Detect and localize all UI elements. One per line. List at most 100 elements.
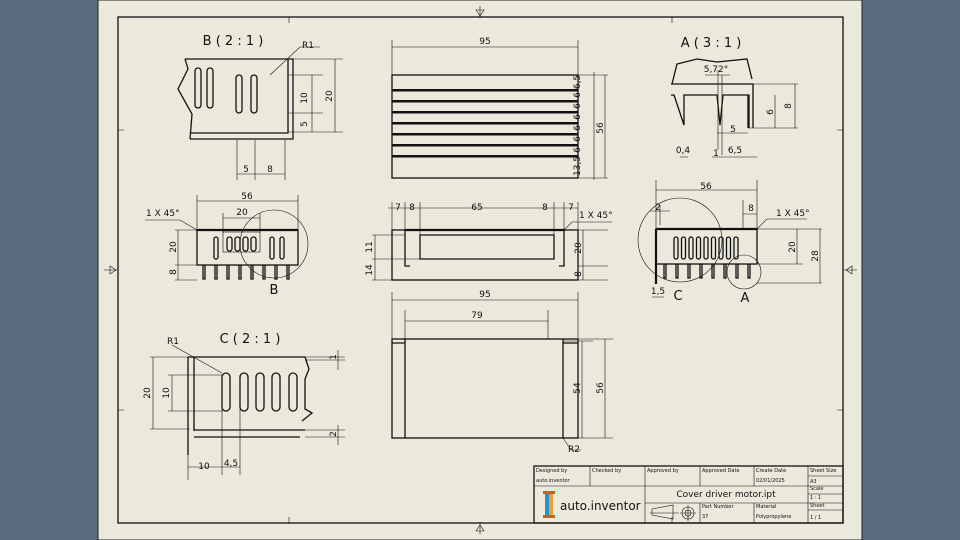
fin bbox=[202, 265, 206, 280]
dim-label: 95 bbox=[479, 37, 490, 47]
dim-label: 95 bbox=[479, 290, 490, 300]
dim-label: 8 bbox=[169, 269, 179, 275]
dim-label: 1 bbox=[713, 149, 719, 159]
dim-label: 56 bbox=[596, 122, 606, 134]
vent-slot bbox=[725, 236, 732, 260]
fin bbox=[262, 265, 266, 280]
fin-edge bbox=[392, 111, 578, 114]
vent-slot bbox=[688, 236, 694, 260]
vent-slot bbox=[250, 236, 257, 252]
dim-label: 8 bbox=[748, 204, 754, 214]
dim-label: 56 bbox=[700, 182, 712, 192]
fin bbox=[735, 264, 739, 279]
dim-label: 13,5 bbox=[573, 156, 583, 176]
fin-edge bbox=[392, 100, 578, 103]
vent-slot bbox=[242, 236, 249, 252]
material-value: Polypropylene bbox=[756, 514, 791, 520]
fin bbox=[675, 264, 679, 279]
logo-text: auto.inventor bbox=[560, 499, 641, 513]
designed-by-value: auto.inventor bbox=[536, 478, 571, 484]
sheet-value: 1 / 1 bbox=[810, 515, 821, 521]
dim-label: 1 bbox=[329, 354, 339, 360]
dim-label: 2 bbox=[329, 431, 339, 437]
dim-label: 6 bbox=[573, 92, 583, 98]
front-view: 56 20 1 X 45° 20 8 B bbox=[145, 192, 309, 298]
dim-label: 7 bbox=[395, 203, 401, 213]
vent-slot bbox=[269, 236, 275, 260]
fin-edge bbox=[392, 133, 578, 136]
dim-label: 54 bbox=[573, 382, 583, 394]
dim-label: 8 bbox=[784, 103, 794, 109]
dim-label: 6 bbox=[573, 147, 583, 153]
dim-label: 0,4 bbox=[676, 146, 691, 156]
vent-slot bbox=[250, 74, 258, 114]
fin bbox=[747, 264, 751, 279]
designed-by-label: Designed by bbox=[536, 468, 567, 474]
fin bbox=[711, 264, 715, 279]
view-label: C ( 2 : 1 ) bbox=[220, 332, 281, 347]
auto-inventor-logo: auto.inventor bbox=[543, 491, 641, 518]
fin bbox=[238, 265, 242, 280]
dim-label: 6 bbox=[573, 103, 583, 109]
checked-by-label: Checked by bbox=[592, 468, 621, 474]
bottom-view: 95 79 54 56 R2 bbox=[391, 290, 613, 455]
dim-label: 2 bbox=[655, 203, 661, 213]
fin bbox=[687, 264, 691, 279]
vent-slot bbox=[733, 236, 739, 260]
dim-label: 11 bbox=[365, 241, 375, 252]
chamfer-label: 1 X 45° bbox=[146, 209, 180, 219]
dim-label: 20 bbox=[169, 241, 179, 253]
fin-edge bbox=[392, 89, 578, 92]
dim-label: 8 bbox=[267, 165, 273, 175]
fin bbox=[723, 264, 727, 279]
dim-label: 6 bbox=[573, 114, 583, 120]
dim-label: 8 bbox=[542, 203, 548, 213]
vent-slot bbox=[255, 372, 265, 412]
approved-date-label: Approved Date bbox=[702, 468, 740, 474]
dim-label: 20 bbox=[236, 208, 248, 218]
dim-label: 20 bbox=[788, 241, 798, 253]
approved-by-label: Approved by bbox=[647, 468, 679, 474]
border-markers bbox=[104, 6, 857, 534]
radius-label: R2 bbox=[568, 445, 580, 455]
dim-label: 5,72° bbox=[704, 65, 729, 75]
view-label: B ( 2 : 1 ) bbox=[203, 34, 264, 49]
scale-label: Scale bbox=[810, 486, 823, 492]
dim-label: 56 bbox=[241, 192, 253, 202]
fin bbox=[250, 265, 254, 280]
dim-label: 8 bbox=[409, 203, 415, 213]
detail-view-c: C ( 2 : 1 ) R1 20 10 10 4,5 1 2 bbox=[143, 332, 345, 480]
dim-label: 10 bbox=[198, 462, 210, 472]
dim-label: 7 bbox=[568, 203, 574, 213]
title-block: Designed by auto.inventor Checked by App… bbox=[533, 465, 844, 524]
fin bbox=[226, 265, 230, 280]
chamfer-label: 1 X 45° bbox=[579, 211, 613, 221]
sheet-size-value: A3 bbox=[810, 479, 817, 485]
dim-label: 20 bbox=[325, 90, 335, 102]
radius-label: R1 bbox=[302, 41, 314, 51]
fin bbox=[214, 265, 218, 280]
vent-slot bbox=[673, 236, 679, 260]
vent-slot bbox=[235, 74, 243, 114]
fin bbox=[663, 264, 667, 279]
dim-label: 14 bbox=[365, 264, 375, 276]
detail-marker-c: C bbox=[673, 289, 682, 304]
dim-label: 5 bbox=[730, 125, 736, 135]
detail-view-b: B ( 2 : 1 ) R1 10 5 20 5 8 bbox=[177, 34, 343, 180]
fin-edge bbox=[392, 155, 578, 158]
dim-label: 10 bbox=[300, 92, 310, 104]
sheet-label: Sheet bbox=[810, 503, 824, 509]
fin-edge bbox=[392, 144, 578, 147]
dim-label: 6,5 bbox=[573, 75, 583, 89]
dim-label: 10 bbox=[162, 387, 172, 399]
vent-slot bbox=[695, 236, 702, 260]
scale-value: 1 : 1 bbox=[810, 495, 821, 501]
view-label: A ( 3 : 1 ) bbox=[681, 36, 742, 51]
first-angle-projection-icon bbox=[650, 504, 696, 521]
detail-view-a: A ( 3 : 1 ) 5,72° 6 8 5 0,4 1 6,5 bbox=[671, 36, 798, 159]
file-name: Cover driver motor.ipt bbox=[676, 490, 776, 500]
dim-label: 5 bbox=[300, 121, 310, 127]
fin-edge bbox=[392, 122, 578, 125]
